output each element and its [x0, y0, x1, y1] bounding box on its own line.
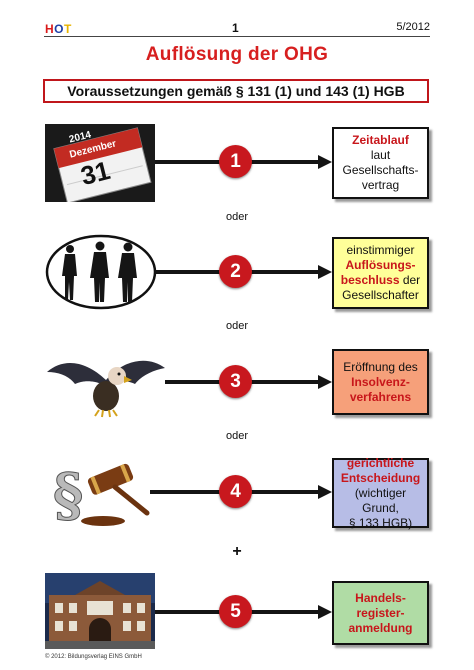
or-label-3: oder: [225, 430, 249, 442]
calendar-icon: 2014 Dezember 31: [45, 124, 155, 202]
silhouettes-icon: [45, 233, 157, 311]
condition-box-2: einstimmiger Auflösungs- beschluss der G…: [332, 237, 429, 309]
condition-box-5: Handels- register- anmeldung: [332, 581, 429, 645]
condition-box-4: gerichtliche Entscheidung (wichtiger Gru…: [332, 456, 429, 530]
step-number-3: 3: [219, 365, 252, 398]
arrow-1: [318, 155, 332, 169]
copyright-footer: © 2012: Bildungsverlag EINS GmbH: [45, 654, 142, 660]
arrow-3: [318, 375, 332, 389]
step-number-2: 2: [219, 255, 252, 288]
gavel-paragraph-icon: §: [45, 455, 155, 530]
hot-logo: HOT: [45, 22, 72, 36]
arrow-5: [318, 605, 332, 619]
or-label-2: oder: [225, 320, 249, 332]
condition-box-3: Eröffnung des Insolvenz- verfahrens: [332, 349, 429, 415]
arrow-2: [318, 265, 332, 279]
svg-text:§: §: [53, 461, 83, 529]
or-label-1: oder: [225, 211, 249, 223]
date-label: 5/2012: [396, 21, 430, 33]
page-subtitle: Voraussetzungen gemäß § 131 (1) und 143 …: [43, 79, 429, 103]
arrow-4: [318, 485, 332, 499]
header-divider: [44, 36, 430, 37]
step-number-5: 5: [219, 595, 252, 628]
page-title: Auflösung der OHG: [145, 44, 329, 65]
plus-sign: +: [232, 543, 242, 560]
building-icon: [45, 573, 155, 649]
vulture-icon: [45, 350, 167, 418]
step-number-1: 1: [219, 145, 252, 178]
step-number-4: 4: [219, 475, 252, 508]
condition-box-1: Zeitablauf laut Gesellschafts- vertrag: [332, 127, 429, 199]
page-number: 1: [232, 21, 239, 35]
